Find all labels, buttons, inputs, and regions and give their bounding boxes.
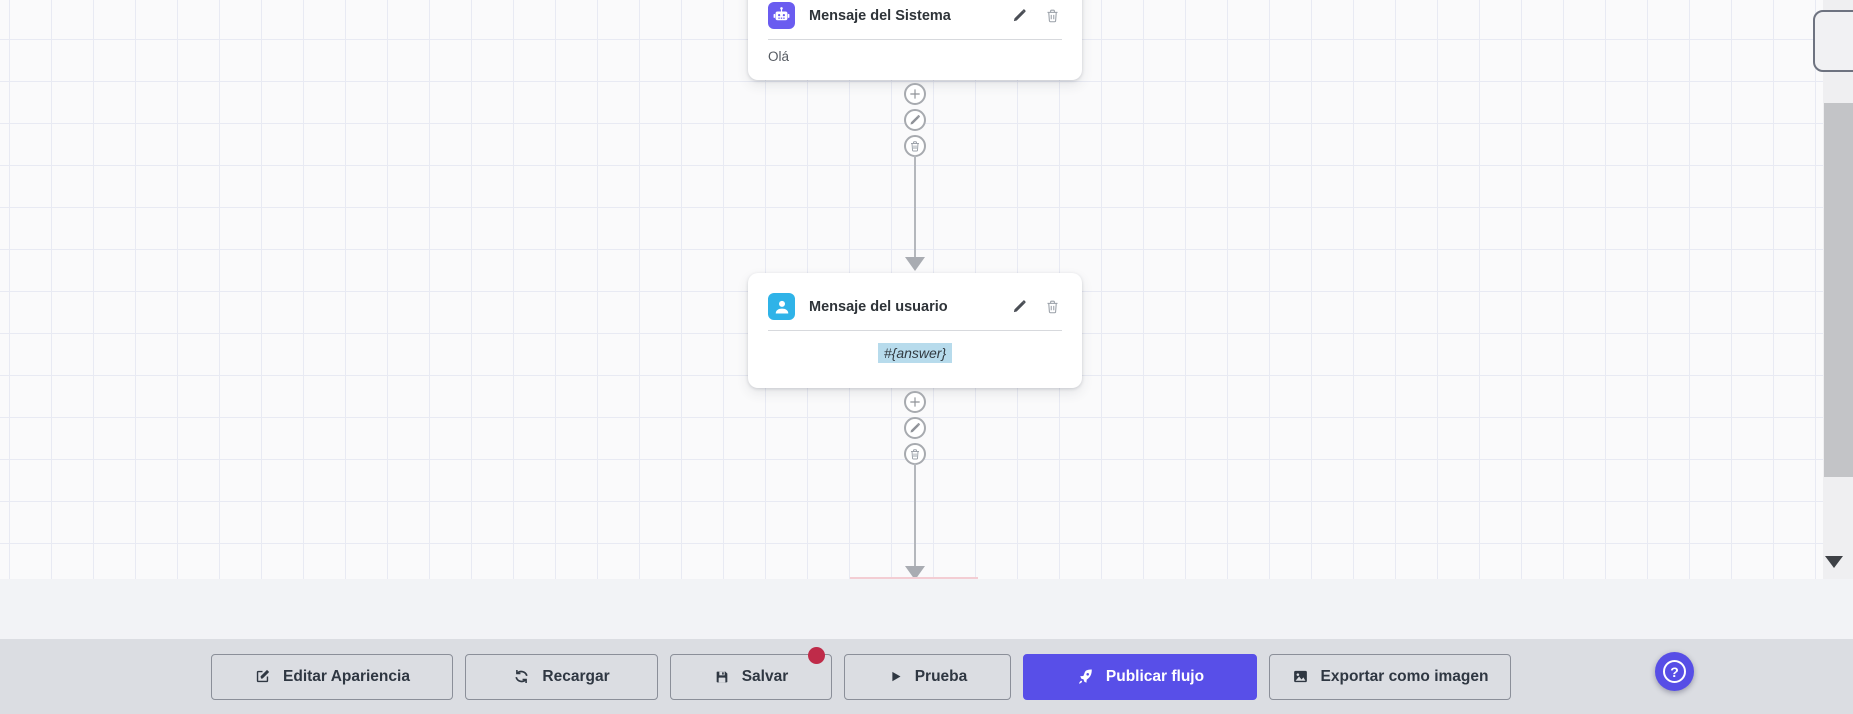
edit-node-button[interactable] <box>1010 6 1029 25</box>
user-icon <box>768 293 795 320</box>
robot-icon <box>768 2 795 29</box>
button-label: Publicar flujo <box>1105 667 1205 685</box>
edit-node-button[interactable] <box>1010 297 1029 316</box>
rocket-icon <box>1076 668 1094 686</box>
add-node-button[interactable] <box>904 83 926 105</box>
export-image-button[interactable]: Exportar como imagen <box>1269 653 1511 700</box>
node-content: #{answer} <box>748 331 1082 363</box>
arrow-down-icon <box>905 257 925 271</box>
connector-line <box>914 463 916 566</box>
flow-canvas[interactable]: Mensaje del Sistema Olá <box>0 0 1823 580</box>
next-node-edge <box>850 577 978 579</box>
node-header: Mensaje del usuario <box>748 273 1082 330</box>
node-title: Mensaje del usuario <box>809 298 948 315</box>
node-system-message[interactable]: Mensaje del Sistema Olá <box>748 0 1082 80</box>
publish-flow-button[interactable]: Publicar flujo <box>1023 653 1257 700</box>
question-mark-icon: ? <box>1663 660 1686 683</box>
variable-chip: #{answer} <box>877 343 953 363</box>
button-label: Recargar <box>542 667 610 685</box>
node-user-message[interactable]: Mensaje del usuario #{answer} <box>748 273 1082 388</box>
button-label: Editar Apariencia <box>283 667 410 685</box>
add-node-button[interactable] <box>904 391 926 413</box>
button-label: Salvar <box>741 667 789 685</box>
help-button[interactable]: ? <box>1655 652 1694 691</box>
node-divider <box>768 39 1062 40</box>
edit-square-icon <box>254 668 271 685</box>
delete-node-button[interactable] <box>1043 6 1062 25</box>
button-label: Exportar como imagen <box>1320 667 1489 685</box>
delete-connection-button[interactable] <box>904 443 926 465</box>
connector-line <box>914 155 916 259</box>
refresh-icon <box>513 668 530 685</box>
save-icon <box>714 669 730 685</box>
delete-connection-button[interactable] <box>904 135 926 157</box>
node-divider <box>768 330 1062 331</box>
canvas-footer-strip <box>0 579 1853 639</box>
test-button[interactable]: Prueba <box>844 653 1011 700</box>
edit-connection-button[interactable] <box>904 417 926 439</box>
unsaved-changes-badge <box>808 646 825 664</box>
node-header: Mensaje del Sistema <box>748 0 1082 39</box>
node-title: Mensaje del Sistema <box>809 7 951 24</box>
play-icon <box>888 669 903 684</box>
connector-actions <box>904 83 926 157</box>
save-button[interactable]: Salvar <box>670 646 832 700</box>
image-icon <box>1292 668 1309 685</box>
canvas-controls-panel[interactable] <box>1813 10 1853 72</box>
delete-node-button[interactable] <box>1043 297 1062 316</box>
reload-button[interactable]: Recargar <box>465 653 658 700</box>
arrow-down-icon <box>905 566 925 580</box>
connector-actions <box>904 391 926 465</box>
edit-connection-button[interactable] <box>904 109 926 131</box>
scrollbar-thumb[interactable] <box>1824 103 1853 477</box>
bottom-toolbar: Editar Apariencia Recargar Salvar <box>0 639 1853 714</box>
node-content: Olá <box>768 49 790 64</box>
button-label: Prueba <box>914 667 968 685</box>
scroll-down-button[interactable] <box>1825 556 1843 568</box>
edit-appearance-button[interactable]: Editar Apariencia <box>211 653 453 700</box>
